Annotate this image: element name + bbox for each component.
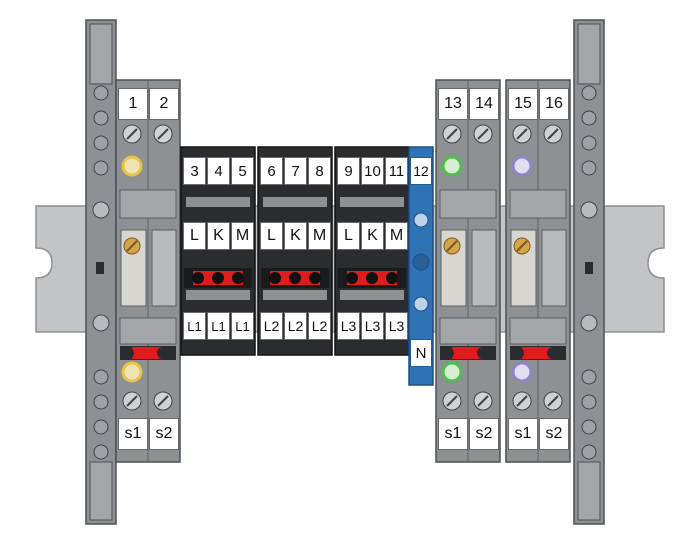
marker-label: s2 bbox=[149, 418, 179, 450]
marker-label: 4 bbox=[207, 157, 230, 185]
marker-label: L2 bbox=[284, 312, 307, 340]
marker-label: 1 bbox=[118, 88, 148, 120]
marker-label: M bbox=[308, 222, 331, 250]
marker-label: L3 bbox=[337, 312, 360, 340]
marker-label: L1 bbox=[183, 312, 206, 340]
marker-label: 6 bbox=[260, 157, 283, 185]
marker-label: s2 bbox=[469, 418, 499, 450]
marker-label: 8 bbox=[308, 157, 331, 185]
marker-label: L bbox=[260, 222, 283, 250]
marker-label: 15 bbox=[508, 88, 538, 120]
marker-label: L1 bbox=[207, 312, 230, 340]
marker-label: 7 bbox=[284, 157, 307, 185]
marker-label: 9 bbox=[337, 157, 360, 185]
marker-label: 13 bbox=[438, 88, 468, 120]
marker-label: L2 bbox=[308, 312, 331, 340]
marker-label: K bbox=[207, 222, 230, 250]
marker-label: 2 bbox=[149, 88, 179, 120]
terminal-group-13-14 bbox=[435, 79, 501, 463]
marker-label-neutral-top: 12 bbox=[410, 157, 432, 185]
marker-label: s1 bbox=[438, 418, 468, 450]
marker-label-neutral: N bbox=[410, 339, 432, 367]
marker-label: L3 bbox=[361, 312, 384, 340]
marker-label: s1 bbox=[508, 418, 538, 450]
marker-label: L3 bbox=[385, 312, 408, 340]
marker-label: L2 bbox=[260, 312, 283, 340]
terminal-group-15-16 bbox=[505, 79, 571, 463]
marker-label: 11 bbox=[385, 157, 408, 185]
marker-label: K bbox=[284, 222, 307, 250]
marker-label: 10 bbox=[361, 157, 384, 185]
marker-label: 16 bbox=[539, 88, 569, 120]
marker-label: L bbox=[337, 222, 360, 250]
marker-label: M bbox=[385, 222, 408, 250]
end-clamp-left bbox=[85, 19, 117, 525]
marker-label: 3 bbox=[183, 157, 206, 185]
marker-label: K bbox=[361, 222, 384, 250]
marker-label: s2 bbox=[539, 418, 569, 450]
marker-label: M bbox=[231, 222, 254, 250]
terminal-group-1-2 bbox=[115, 79, 181, 463]
end-clamp-right bbox=[573, 19, 605, 525]
marker-label: 14 bbox=[469, 88, 499, 120]
marker-label: s1 bbox=[118, 418, 148, 450]
marker-label: 5 bbox=[231, 157, 254, 185]
marker-label: L bbox=[183, 222, 206, 250]
marker-label: L1 bbox=[231, 312, 254, 340]
